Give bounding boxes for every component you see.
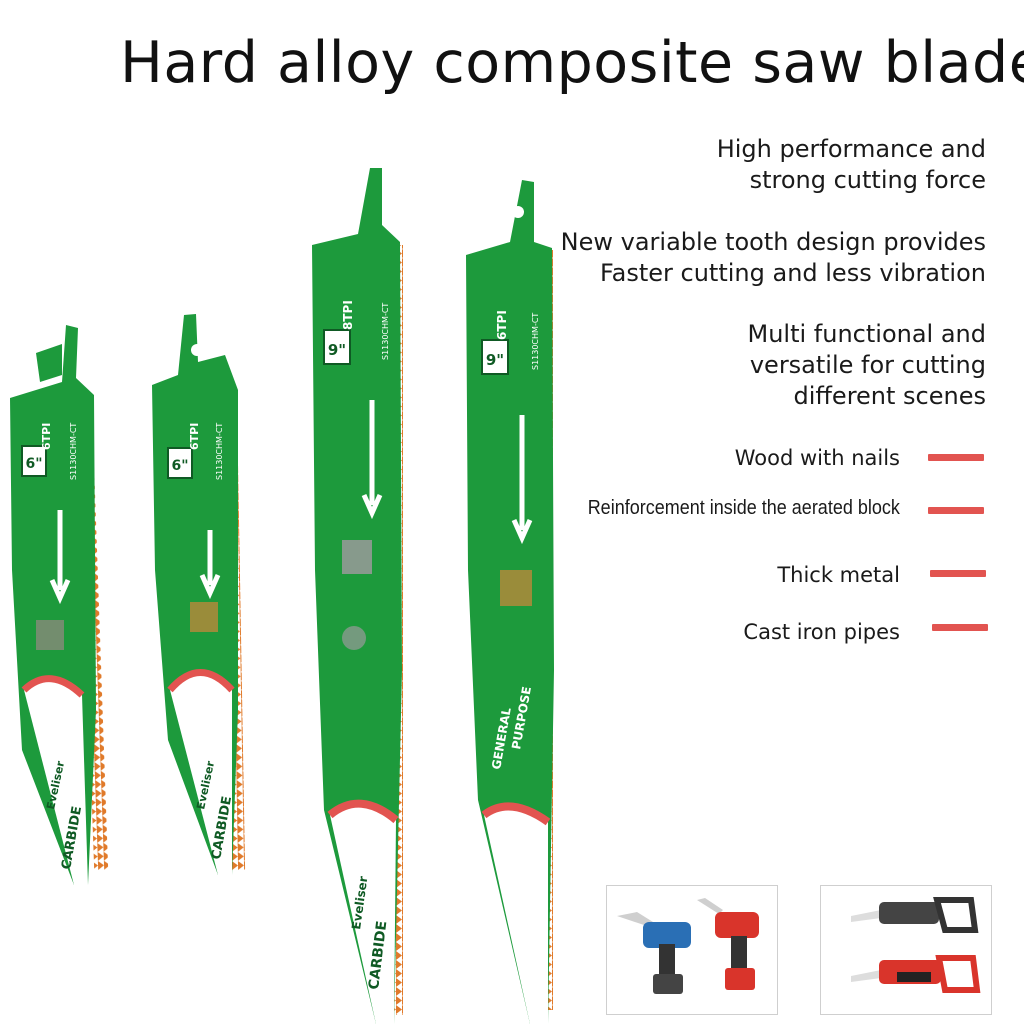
cordless-saws-photo: [606, 885, 778, 1015]
feature-line: Multi functional and: [747, 320, 987, 348]
scene-wood-nails: Wood with nails: [734, 446, 900, 470]
scene-aerated-block: Reinforcement inside the aerated block: [587, 497, 900, 519]
blade-code: S1130CHM-CT: [69, 423, 78, 480]
scene-marker: [932, 624, 988, 631]
blade-9in-left: 9" 8TPI S1130CHM-CT Eveliser CARBIDE: [312, 168, 403, 1024]
feature-line: strong cutting force: [749, 166, 986, 194]
feature-line: High performance and: [716, 135, 986, 163]
blade-tpi: 6TPI: [188, 423, 201, 450]
feature-line: different scenes: [793, 382, 986, 410]
corded-saws-photo: [820, 885, 992, 1015]
blade-tpi: 6TPI: [40, 423, 53, 450]
reciprocating-saw-icon: [617, 898, 759, 994]
scene-thick-metal: Thick metal: [777, 563, 900, 587]
page-title: Hard alloy composite saw blade: [120, 30, 1024, 96]
scene-cast-iron: Cast iron pipes: [743, 620, 900, 644]
blade-6in-right: 6" 6TPI S1130CHM-CT Eveliser CARBIDE: [152, 314, 246, 875]
feature-tooth-design: New variable tooth design provides Faste…: [561, 227, 986, 289]
blade-tpi: 8TPI: [341, 300, 355, 330]
blade-tpi: 6TPI: [495, 310, 509, 340]
blade-code: S1130CHM-CT: [215, 423, 224, 480]
feature-line: New variable tooth design provides: [560, 228, 986, 256]
blade-code: S1130CHM-CT: [531, 313, 540, 370]
saw-blades-illustration: 6" 6TPI S1130CHM-CT Eveliser CARBIDE 6" …: [10, 168, 554, 1024]
blade-size: 9": [328, 341, 346, 359]
blade-6in-left: 6" 6TPI S1130CHM-CT Eveliser CARBIDE: [10, 325, 109, 885]
scene-marker: [928, 507, 984, 514]
blade-size: 6": [171, 458, 188, 474]
blade-size: 9": [486, 351, 504, 369]
blade-9in-right: 9" 6TPI S1130CHM-CT GENERAL PURPOSE: [466, 180, 554, 1024]
feature-versatile: Multi functional and versatile for cutti…: [748, 319, 987, 412]
feature-performance: High performance and strong cutting forc…: [717, 134, 986, 196]
blade-code: S1130CHM-CT: [381, 303, 390, 360]
blade-size: 6": [25, 456, 42, 472]
scene-marker: [930, 570, 986, 577]
reciprocating-saw-icon: [851, 897, 981, 993]
scene-marker: [928, 454, 984, 461]
feature-line: Faster cutting and less vibration: [600, 259, 986, 287]
feature-line: versatile for cutting: [749, 351, 986, 379]
